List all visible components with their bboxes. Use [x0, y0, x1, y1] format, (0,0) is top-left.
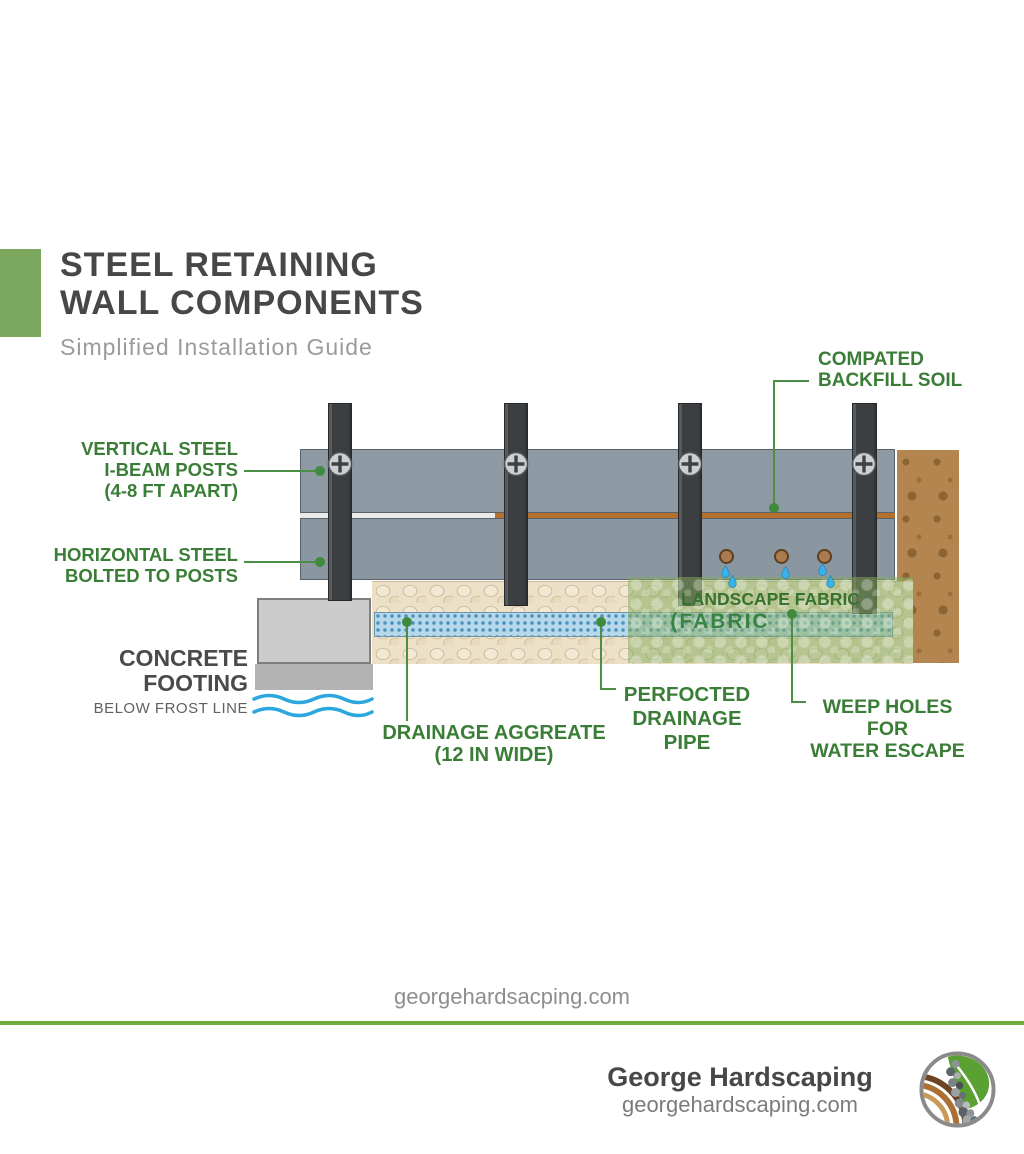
title-line2: WALL COMPONENTS — [60, 284, 424, 322]
footer-divider — [0, 1021, 1024, 1025]
label-line: HORIZONTAL STEEL — [53, 544, 238, 565]
weep-hole — [719, 549, 734, 564]
landscape-fabric-overlay — [628, 577, 913, 663]
connector-drainage-pipe — [600, 688, 616, 690]
label-line: (4-8 FT APART) — [104, 480, 238, 501]
connector-dot-drainage-aggregate — [402, 617, 412, 627]
connector-dot-horizontal-steel — [315, 557, 325, 567]
water-drop-icon — [721, 565, 730, 578]
watermark-url: georgehardsacping.com — [393, 984, 631, 1009]
connector-dot-weep-holes — [787, 609, 797, 619]
connector-dot-backfill — [769, 503, 779, 513]
connector-dot-drainage-pipe — [596, 617, 606, 627]
ibeam-post-2 — [504, 403, 528, 606]
ibeam-post-3 — [678, 403, 702, 606]
footer-site-url: georgehardscaping.com — [621, 1092, 859, 1117]
connector-weep-holes — [791, 614, 793, 703]
label-horizontal-steel: HORIZONTAL STEEL BOLTED TO POSTS — [38, 544, 238, 586]
connector-dot-vertical-posts — [315, 466, 325, 476]
george-hardscaping-logo-icon — [919, 1051, 996, 1128]
connector-vertical-posts — [244, 470, 320, 472]
label-vertical-posts: VERTICAL STEEL I-BEAM POSTS (4-8 FT APAR… — [38, 438, 238, 501]
connector-drainage-pipe — [600, 622, 602, 690]
label-line: DRAINAGE AGGREATE — [382, 722, 606, 744]
water-drop-icon — [728, 575, 737, 588]
label-line: I-BEAM POSTS — [104, 459, 238, 480]
connector-drainage-aggregate — [406, 622, 408, 721]
label-line: PIPE — [663, 731, 711, 754]
label-weep-holes: WEEP HOLES FOR WATER ESCAPE — [800, 696, 975, 762]
label-line: DRAINAGE — [632, 707, 742, 730]
water-drop-icon — [781, 566, 790, 579]
bolt-icon — [851, 451, 877, 477]
weep-hole — [817, 549, 832, 564]
footer-brand-name: George Hardscaping — [607, 1062, 873, 1092]
label-line: PERFOCTED — [623, 683, 751, 706]
connector-horizontal-steel — [244, 561, 320, 563]
ibeam-post-1 — [328, 403, 352, 601]
bolt-icon — [327, 451, 353, 477]
label-line: WATER ESCAPE — [810, 740, 965, 762]
bolt-icon — [503, 451, 529, 477]
horizontal-steel-beam-bottom — [300, 518, 895, 580]
label-line: WEEP HOLES FOR — [822, 696, 953, 740]
connector-weep-holes — [791, 701, 806, 703]
bolt-icon — [677, 451, 703, 477]
label-drainage-pipe: PERFOCTED DRAINAGE PIPE — [612, 683, 762, 755]
label-line: BACKFILL SOIL — [818, 370, 963, 391]
title-line1: STEEL RETAINING — [60, 246, 378, 284]
connector-backfill — [773, 380, 775, 507]
accent-square — [0, 249, 41, 337]
water-drop-icon — [826, 575, 835, 588]
frost-line-waves-icon — [252, 693, 374, 718]
label-concrete-footing: CONCRETE FOOTING — [58, 646, 248, 696]
label-below-frost-line: BELOW FROST LINE — [93, 700, 248, 717]
label-backfill-soil: COMPATED BACKFILL SOIL — [818, 349, 988, 391]
concrete-footing-block — [257, 598, 371, 664]
label-line: BOLTED TO POSTS — [64, 565, 238, 586]
concrete-footing-base — [255, 664, 373, 690]
label-landscape-fabric: LANDSCAPE FABRIC — [681, 589, 860, 609]
page-title: STEEL RETAINING WALL COMPONENTS — [60, 246, 660, 322]
page-subtitle: Simplified Installation Guide — [60, 334, 373, 360]
label-line: VERTICAL STEEL — [81, 438, 238, 459]
label-line: COMPATED — [818, 349, 924, 370]
connector-backfill — [773, 380, 809, 382]
label-drainage-aggregate: DRAINAGE AGGREATE (12 IN WIDE) — [379, 722, 609, 766]
label-line: FOOTING — [143, 670, 248, 696]
horizontal-steel-beam-top — [300, 449, 895, 513]
water-drop-icon — [818, 563, 827, 576]
beam-seam — [300, 513, 895, 518]
label-line: (12 IN WIDE) — [434, 744, 554, 766]
weep-hole — [774, 549, 789, 564]
label-line: CONCRETE — [118, 645, 248, 671]
label-fabric-garbled: (FABRIC — [670, 610, 770, 633]
